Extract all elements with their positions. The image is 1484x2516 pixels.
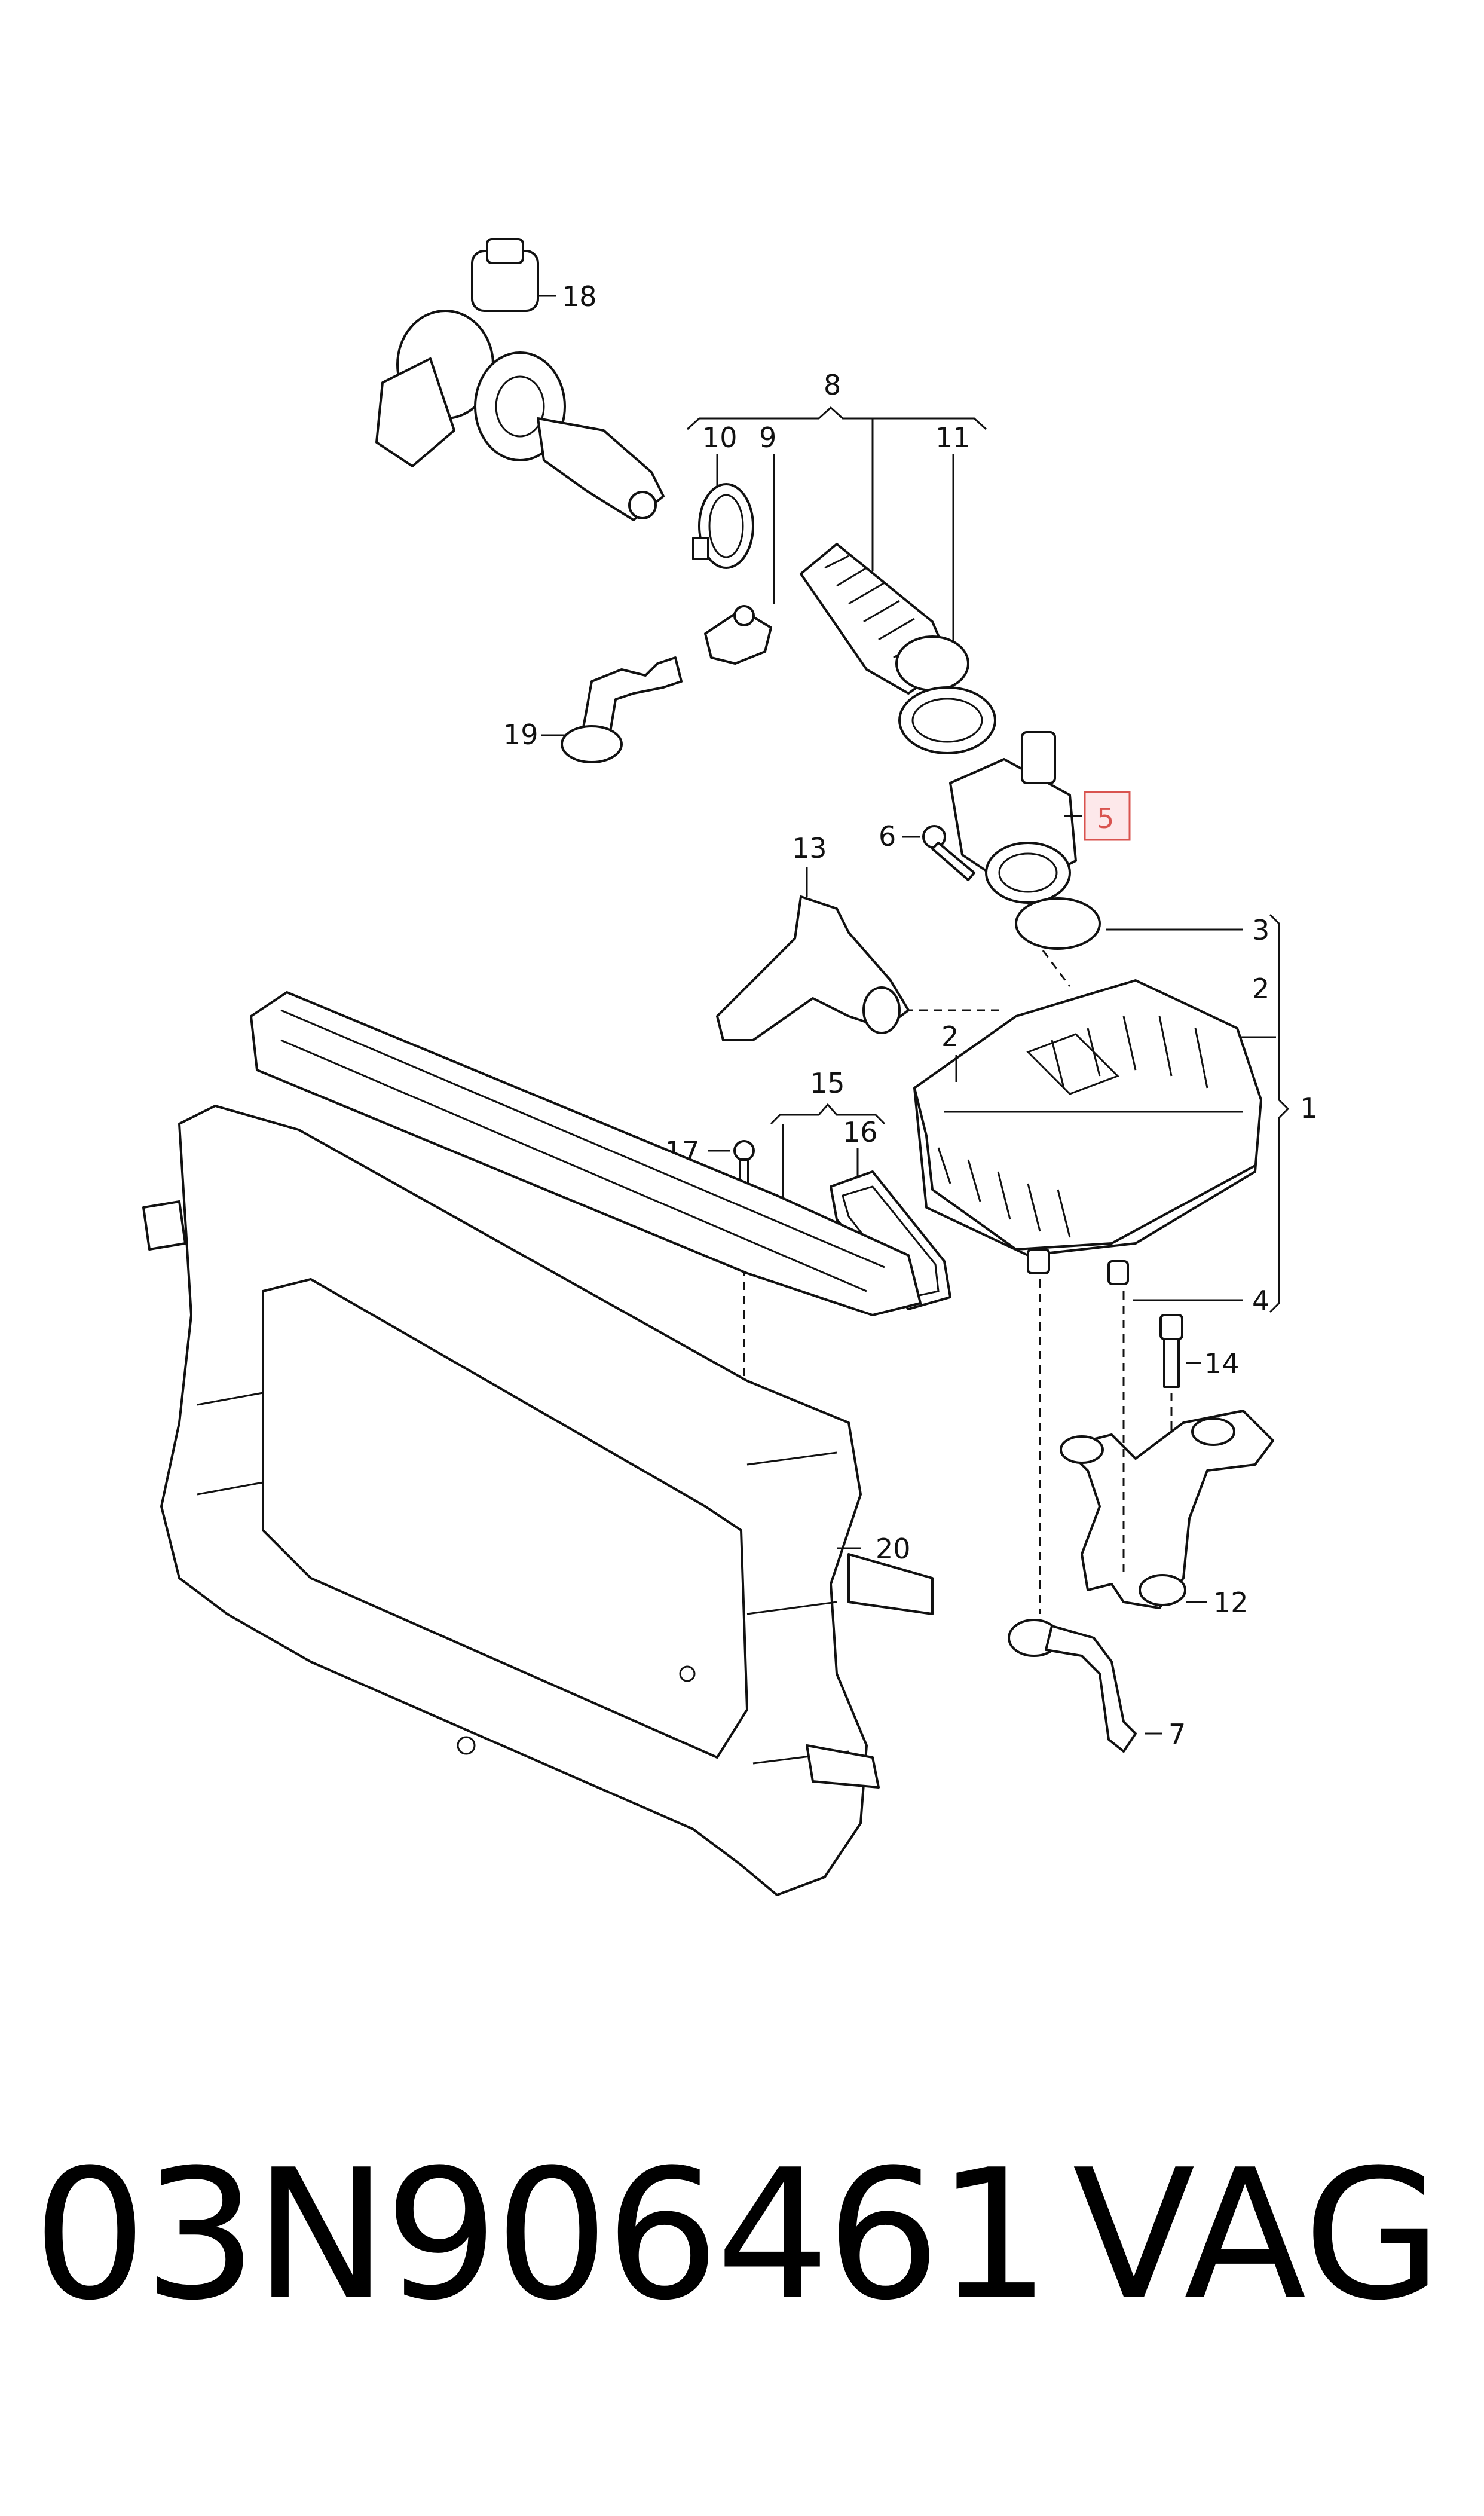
callout-20: 20 [876,1533,911,1565]
breather-pipe[interactable] [561,656,683,763]
hose-clamp-11[interactable] [898,686,996,754]
hose-clamp-10[interactable] [692,483,754,569]
callout-11: 11 [935,421,971,454]
callout-15: 15 [810,1067,845,1099]
callout-5: 5 [1097,802,1114,834]
callout-3: 3 [1252,914,1269,946]
part-number: 03N906461 [33,2131,1051,2340]
callout-2-lower: 2 [941,1020,959,1053]
callout-18: 18 [562,280,597,313]
air-duct[interactable] [716,895,910,1041]
screw-6[interactable] [922,825,975,881]
callout-8: 8 [824,369,841,401]
highlight-box-5 [1084,791,1131,841]
callout-12: 12 [1213,1586,1249,1619]
bracket-12[interactable] [1060,1410,1274,1609]
bracket-8 [686,406,987,430]
seal-16[interactable] [830,1170,951,1310]
callout-10: 10 [702,421,738,454]
callout-6: 6 [879,820,896,852]
callout-13: 13 [792,832,827,864]
t-connector-9[interactable] [704,605,772,665]
callout-7: 7 [1168,1718,1186,1750]
callout-14: 14 [1204,1347,1240,1380]
dash-line-3 [1042,950,1071,987]
callout-1: 1 [1300,1092,1317,1124]
brand-name: VAG [1072,2131,1442,2340]
callout-2-upper: 2 [1252,973,1269,1005]
turbocharger[interactable] [375,238,665,521]
callout-9: 9 [759,421,776,454]
parts-diagram: 18 8 10 9 11 19 5 [142,238,1317,1896]
bracket-15 [770,1103,886,1125]
bolt-14[interactable] [1159,1314,1183,1388]
callout-16: 16 [843,1116,878,1148]
front-panel[interactable] [142,991,934,1896]
drain-hose[interactable] [1008,1619,1137,1753]
air-filter-housing[interactable] [913,979,1262,1285]
o-ring-3[interactable] [1015,897,1101,950]
air-mass-meter[interactable] [949,731,1077,904]
bracket-1 [1269,913,1290,1313]
intake-hose[interactable] [800,543,969,695]
callout-19: 19 [503,719,538,751]
callout-4: 4 [1252,1285,1269,1317]
